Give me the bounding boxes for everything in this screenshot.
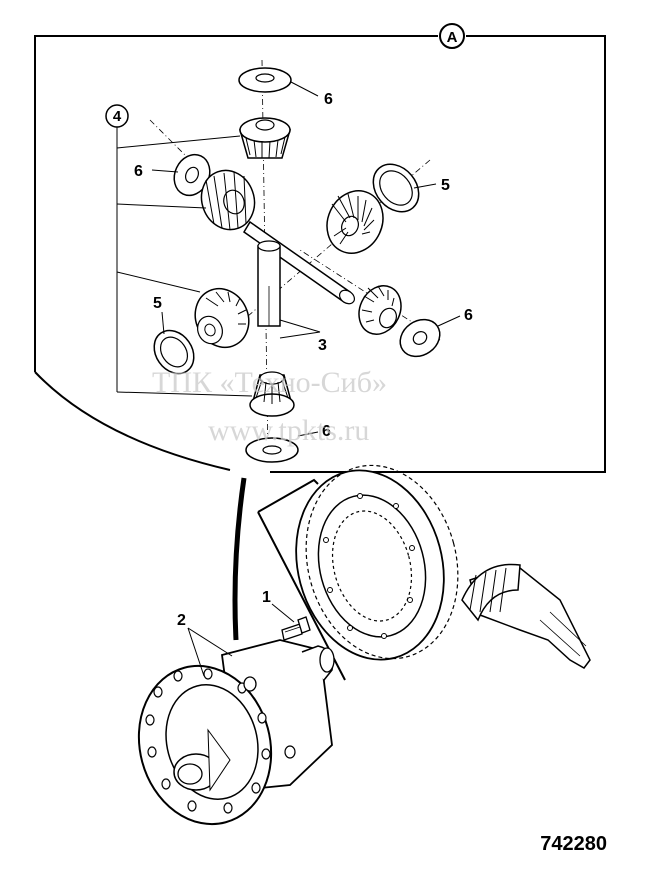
callout-washer-bottom: 6 [322,423,331,440]
callout-washer-top: 6 [324,91,333,108]
callout-washer-right: 6 [464,307,473,324]
pinion-gear-right [358,285,402,335]
bolt [281,616,311,641]
leader-lines [116,81,461,437]
callout-cross-shaft: 3 [318,337,327,354]
thrust-washer-lower-left [153,329,195,375]
thrust-washer-top [238,67,292,93]
thrust-washer-left [173,153,211,197]
side-gear-upper-right [326,190,384,254]
thrust-washer-bottom [245,437,299,463]
housing-leaders [187,603,295,677]
callout-housing: 2 [177,612,186,629]
svg-text:4: 4 [113,108,122,125]
pinion-gear-bottom [249,371,295,417]
detail-connector [232,477,247,641]
callout-thrust-washer-upper-right: 5 [441,177,450,194]
figure-number: 742280 [540,833,607,855]
crown-wheel-and-pinion [257,464,591,681]
cross-shaft [242,220,356,327]
callout-bolt: 1 [262,589,271,606]
pinion-gear-top [239,117,291,159]
watermark-line-1: ТПК «Техно-Сиб» [152,366,387,399]
callout-thrust-washer-left: 5 [153,295,162,312]
side-gear-lower-left [194,287,250,349]
thrust-washer-right [399,318,441,358]
detail-marker-label: A [447,29,458,46]
differential-housing [137,639,335,826]
watermark-line-2: www.tpkts.ru [208,414,369,447]
callout-washer-left: 6 [134,163,143,180]
callout-pinion-group: 4 [105,104,129,128]
detail-marker-circle [439,23,465,49]
detail-frame-a: A [34,23,606,473]
thrust-washer-upper-right [372,163,420,213]
side-gear-upper-left [200,169,256,231]
